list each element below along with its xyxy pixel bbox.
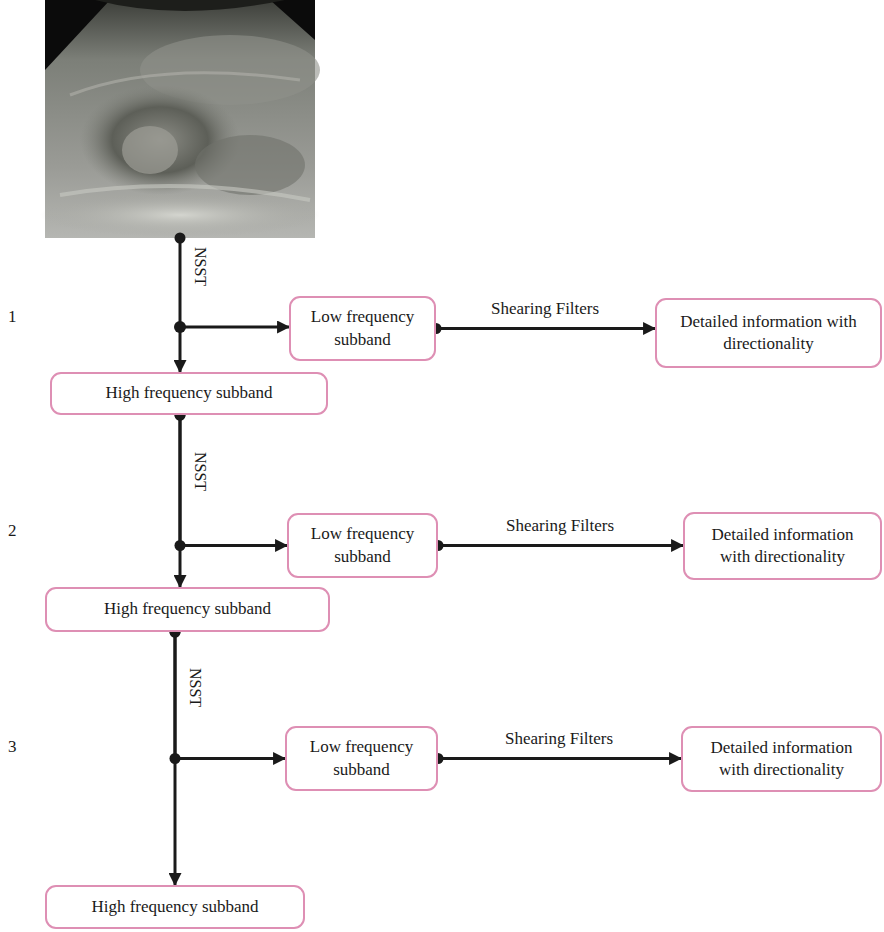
- transform-label: NSST: [187, 668, 203, 707]
- edge-label: Shearing Filters: [505, 730, 613, 747]
- image-decomposition-connector: [174, 233, 289, 373]
- level-number: 2: [8, 522, 17, 539]
- process-box: Low frequency subband: [289, 296, 436, 361]
- level-number: 1: [8, 308, 17, 325]
- edge-label: Shearing Filters: [506, 517, 614, 534]
- box-text: Detailed information with directionality: [695, 737, 868, 782]
- process-box: High frequency subband: [45, 587, 330, 632]
- box-text: Low frequency subband: [299, 736, 424, 781]
- transform-label: NSST: [192, 452, 208, 491]
- box-text: High frequency subband: [104, 598, 271, 620]
- process-box: Detailed information with directionality: [683, 512, 882, 580]
- flow-arrow: [180, 415, 287, 546]
- ultrasound-image: [40, 0, 320, 238]
- box-text: High frequency subband: [105, 382, 272, 404]
- flow-arrow: [175, 632, 285, 759]
- transform-label: NSST: [192, 247, 208, 286]
- edge-label: Shearing Filters: [491, 300, 599, 317]
- box-text: Low frequency subband: [303, 306, 422, 351]
- junction-dot: [170, 753, 181, 764]
- process-box: Detailed information with directionality: [681, 726, 882, 792]
- flow-arrow: [438, 544, 683, 547]
- flow-arrow: [179, 415, 182, 587]
- process-box: Low frequency subband: [287, 513, 438, 578]
- flow-arrow: [438, 757, 681, 760]
- process-box: Detailed information with directionality: [655, 298, 882, 368]
- flow-arrow: [436, 327, 655, 330]
- process-box: Low frequency subband: [285, 726, 438, 791]
- box-text: Low frequency subband: [301, 523, 424, 568]
- level-number: 3: [8, 738, 17, 755]
- process-box: High frequency subband: [45, 885, 305, 929]
- process-box: High frequency subband: [50, 372, 328, 415]
- box-text: Detailed information with directionality: [669, 311, 868, 356]
- junction-dot: [175, 540, 186, 551]
- box-text: Detailed information with directionality: [697, 524, 868, 569]
- box-text: High frequency subband: [91, 896, 258, 918]
